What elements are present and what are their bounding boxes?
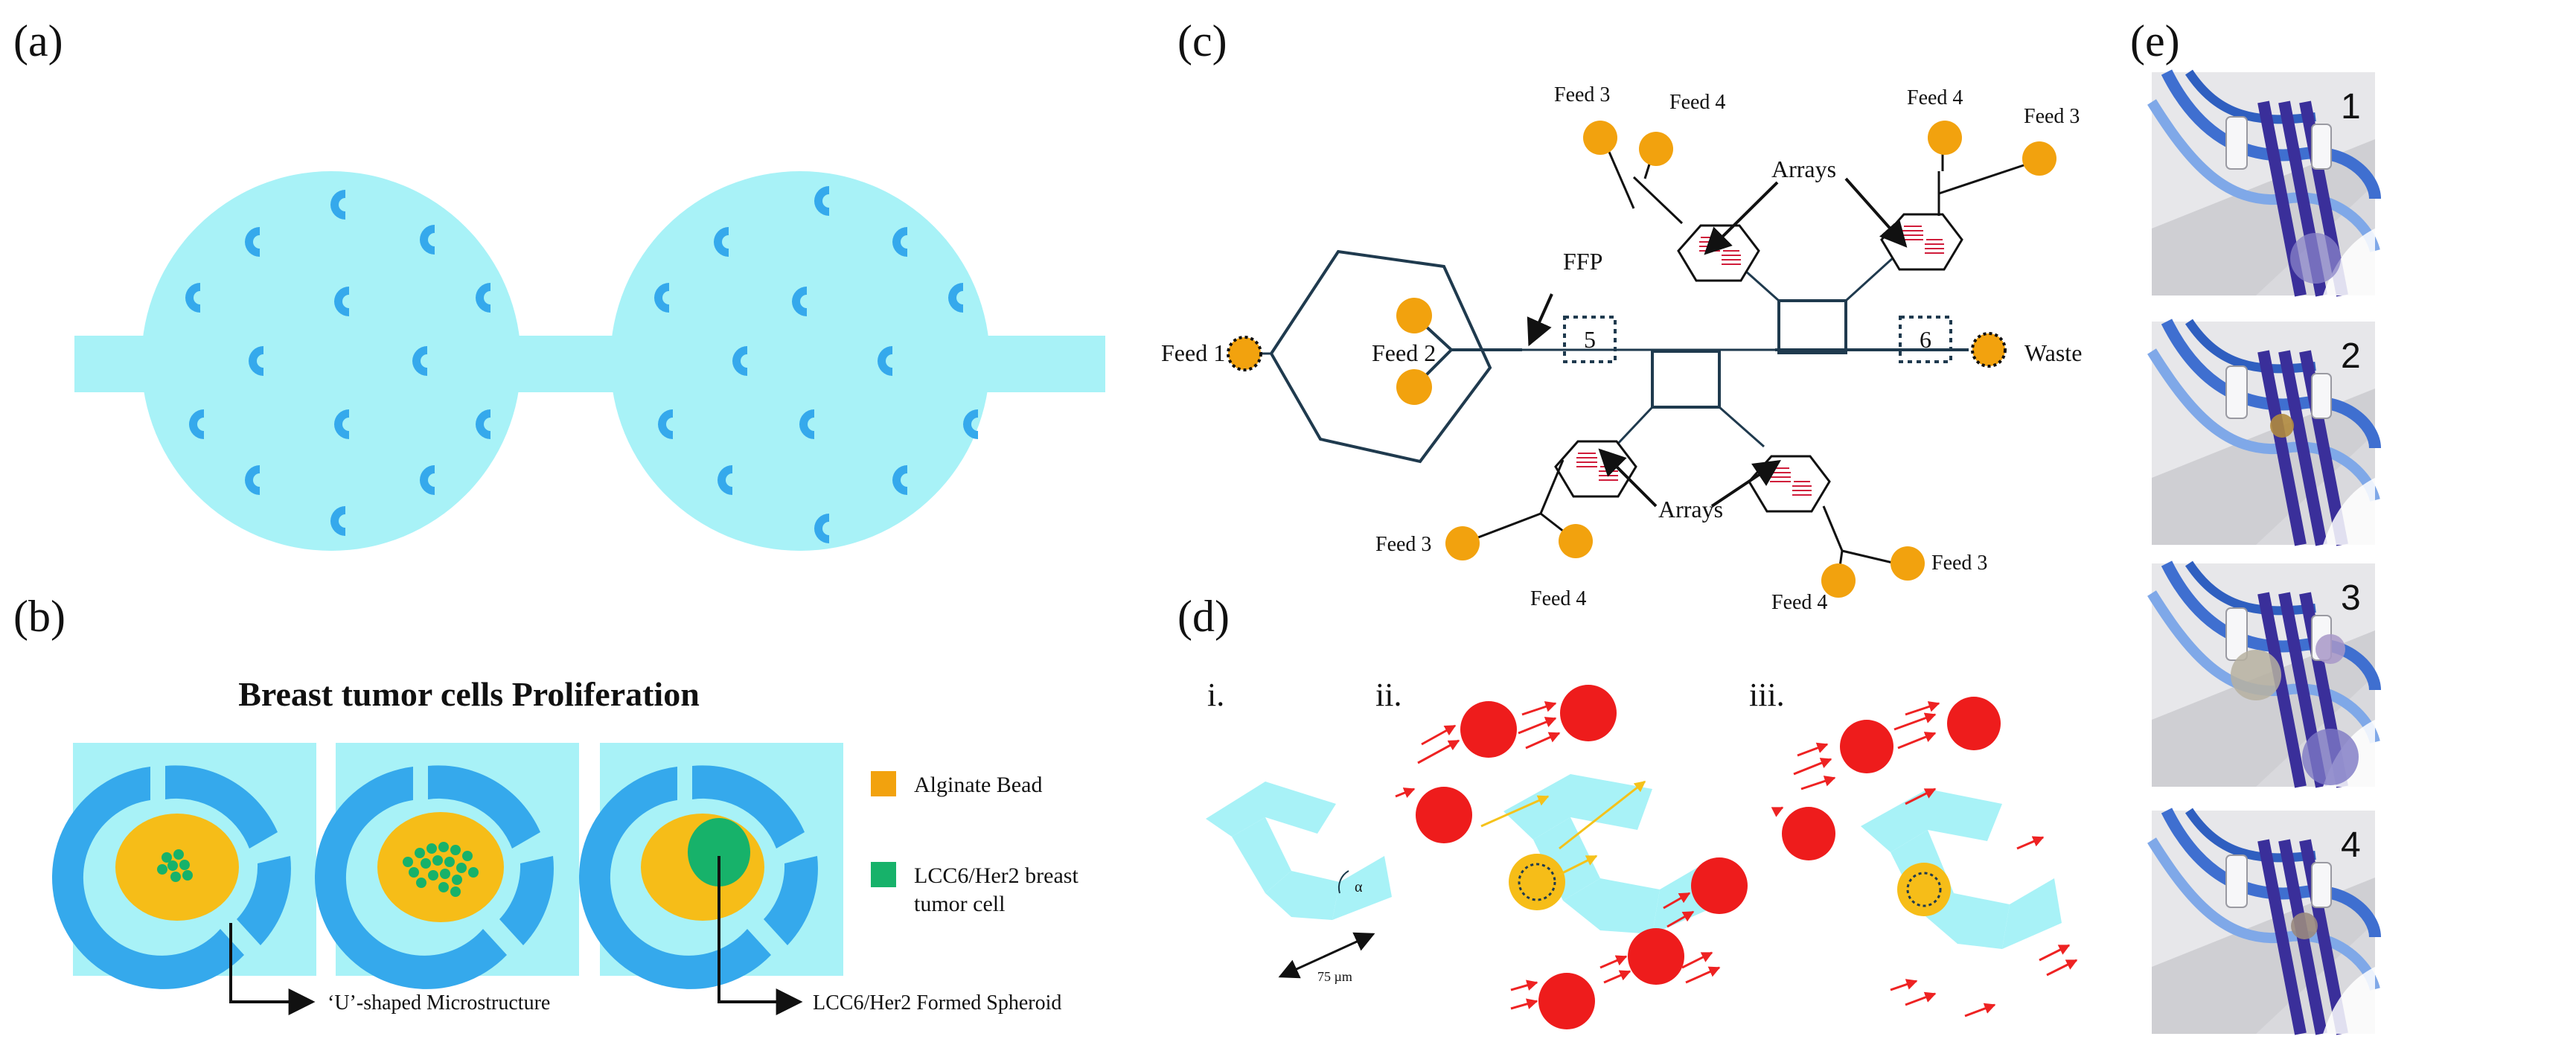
sub-label-i: i.: [1207, 677, 1224, 713]
proliferation-frame-3: [578, 743, 843, 989]
proliferation-title: Breast tumor cells Proliferation: [238, 675, 700, 713]
feed3-port-br: [1891, 546, 1925, 581]
port-label-5: 5: [1584, 326, 1596, 353]
port-box-6: [1899, 316, 1952, 363]
alginate-bead: [377, 812, 504, 922]
scale-text: 75 µm: [1317, 969, 1352, 984]
label-arrays-bottom: Arrays: [1658, 496, 1723, 523]
panel-e-letter: (e): [2130, 16, 2180, 66]
array-top-left: [1677, 224, 1760, 282]
label-feed1: Feed 1: [1161, 339, 1225, 366]
feed3-port-tr: [2022, 141, 2056, 176]
network-diagram: [1250, 249, 1969, 464]
panel-a-letter: (a): [13, 16, 63, 66]
legend-label-tumor-line1: LCC6/Her2 breast: [914, 863, 1078, 888]
label-arrays-top: Arrays: [1771, 156, 1836, 182]
port-label-6: 6: [1920, 326, 1931, 353]
label-feed4-tl: Feed 4: [1669, 91, 1725, 114]
legend-alginate-bead: Alginate Bead: [871, 771, 1042, 797]
feed4-port-br: [1821, 563, 1856, 598]
flow-scenario-iii: [1771, 697, 2078, 1017]
left-chamber: [141, 171, 521, 551]
label-feed4-bl: Feed 4: [1530, 587, 1586, 610]
proliferation-frame-2: [314, 743, 579, 989]
orange-square-icon: [871, 771, 896, 796]
feed4-port-tl: [1639, 132, 1673, 166]
frame-number: 3: [2341, 578, 2361, 618]
feed4-port-bl: [1559, 524, 1593, 558]
port-box-5: [1563, 316, 1617, 363]
frame-number: 1: [2341, 87, 2361, 127]
bead-in-trap: [1509, 854, 1565, 910]
flow-scenario-ii: [1395, 685, 1748, 1029]
feed2-port-b: [1396, 369, 1432, 405]
tumor-cells-cluster: [403, 842, 479, 897]
ffp-pentagon: [1269, 249, 1492, 464]
angle-symbol: α: [1355, 879, 1363, 895]
simulation-frame-2: 2: [2152, 322, 2375, 545]
label-feed3-tr: Feed 3: [2024, 105, 2080, 128]
panel-d-letter: (d): [1177, 592, 1230, 641]
sub-label-ii: ii.: [1375, 677, 1402, 713]
green-square-icon: [871, 862, 896, 887]
scale-arrow: [1278, 932, 1375, 979]
array-bottom-left: [1554, 440, 1637, 498]
array-bottom-right: [1748, 455, 1831, 513]
bead-in-trap: [1897, 863, 1951, 916]
label-feed2: Feed 2: [1372, 339, 1436, 366]
label-feed3-tl: Feed 3: [1554, 83, 1610, 106]
simulation-frame-4: 4: [2152, 811, 2375, 1034]
label-ffp: FFP: [1563, 248, 1602, 275]
angle-arc: [1337, 870, 1349, 894]
label-waste: Waste: [2024, 339, 2082, 366]
annotation-arrow-spheroid: [717, 856, 803, 1015]
legend-label-tumor-line2: tumor cell: [914, 892, 1005, 916]
right-chamber: [610, 171, 990, 551]
feed2-port-a: [1396, 298, 1432, 333]
legend-label-alginate: Alginate Bead: [914, 773, 1042, 797]
panel-c-letter: (c): [1177, 16, 1227, 66]
frame-number: 4: [2341, 825, 2361, 865]
frame-number: 2: [2341, 336, 2361, 376]
feed3-port-bl: [1445, 526, 1480, 560]
proliferation-frame-1: [51, 743, 316, 989]
sub-label-iii: iii.: [1749, 677, 1785, 713]
chamber-diagram: [74, 171, 1105, 551]
label-feed4-br: Feed 4: [1771, 591, 1827, 614]
legend-tumor-cell: LCC6/Her2 breast tumor cell: [871, 862, 1078, 916]
array-top-right: [1880, 213, 1963, 271]
annotation-u-structure: ‘U’-shaped Microstructure: [327, 991, 550, 1015]
feed3-port-tl: [1583, 121, 1617, 155]
annotation-arrow-u-structure: [229, 923, 316, 1015]
red-cells-iii: [1782, 697, 2001, 860]
label-feed3-br: Feed 3: [1931, 552, 1987, 575]
label-feed3-bl: Feed 3: [1375, 533, 1431, 556]
feed4-port-tr: [1928, 121, 1962, 155]
annotation-spheroid: LCC6/Her2 Formed Spheroid: [813, 991, 1061, 1015]
red-cells-ii: [1416, 685, 1748, 1029]
tumor-cells-cluster: [157, 849, 193, 882]
waste-port: [1971, 332, 2007, 368]
tumor-spheroid: [688, 818, 750, 886]
feed1-port: [1227, 336, 1262, 371]
label-feed4-tr: Feed 4: [1907, 86, 1963, 109]
simulation-frame-3: 3: [2152, 563, 2375, 787]
simulation-frame-1: 1: [2152, 72, 2375, 295]
panel-b-letter: (b): [13, 592, 65, 641]
u-trap-detail: [1206, 782, 1392, 920]
